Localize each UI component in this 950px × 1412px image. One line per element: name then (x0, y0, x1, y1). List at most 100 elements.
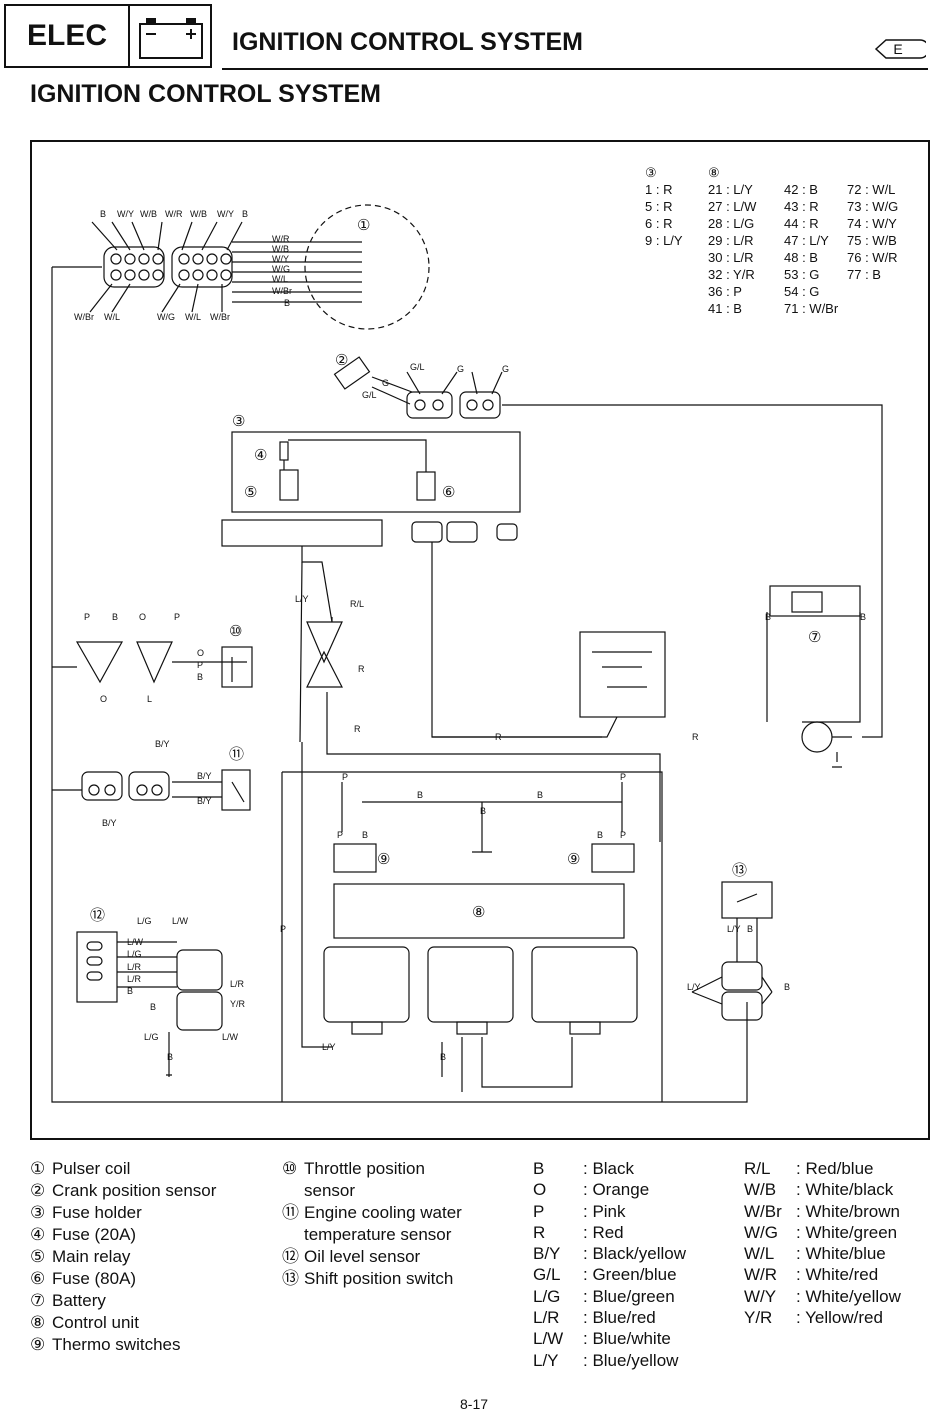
callout-12: ⑫ (90, 907, 105, 924)
svg-text:B: B (860, 612, 866, 622)
pin-entry: 76 : W/R (847, 250, 898, 265)
pin-entry: 48 : B (784, 250, 818, 265)
svg-text:L/Y: L/Y (295, 594, 309, 604)
svg-text:B: B (127, 986, 133, 996)
pin-col-2: ⑧ 21 : L/Y 27 : L/W 28 : L/G 29 : L/R 30… (708, 164, 756, 317)
callout-7: ⑦ (808, 629, 821, 646)
svg-text:R: R (354, 724, 361, 734)
svg-text:B/Y: B/Y (102, 818, 117, 828)
svg-text:B: B (765, 612, 771, 622)
svg-text:W/Y: W/Y (117, 209, 134, 219)
svg-text:P: P (620, 830, 626, 840)
svg-text:L/R: L/R (127, 962, 142, 972)
svg-text:R: R (692, 732, 699, 742)
pin-entry: 9 : L/Y (645, 233, 683, 248)
pin-entry: 77 : B (847, 267, 881, 282)
svg-text:B/Y: B/Y (155, 739, 170, 749)
svg-text:B: B (747, 924, 753, 934)
svg-text:G/L: G/L (410, 362, 425, 372)
color-item: W/R: White/red (744, 1265, 879, 1285)
svg-text:L/G: L/G (127, 949, 142, 959)
pin-entry: 5 : R (645, 199, 673, 214)
svg-text:W/L: W/L (272, 274, 288, 284)
svg-text:G: G (457, 364, 464, 374)
svg-text:L/G: L/G (137, 916, 152, 926)
svg-text:O: O (197, 648, 204, 658)
section-tab: ELEC (4, 4, 212, 68)
legend-item: temperature sensor (304, 1225, 452, 1244)
color-item: Y/R: Yellow/red (744, 1308, 883, 1328)
svg-text:R: R (495, 732, 502, 742)
svg-text:B: B (480, 806, 486, 816)
pin-entry: 36 : P (708, 284, 742, 299)
section-code: ELEC (6, 6, 130, 66)
pin-header-b: ⑧ (708, 165, 720, 180)
svg-text:W/G: W/G (272, 264, 290, 274)
svg-text:W/G: W/G (157, 312, 175, 322)
pin-entry: 32 : Y/R (708, 267, 755, 282)
svg-text:B/Y: B/Y (197, 771, 212, 781)
color-item: R: Red (533, 1222, 624, 1242)
svg-text:B: B (284, 298, 290, 308)
svg-text:P: P (197, 660, 203, 670)
callout-5: ⑤ (244, 484, 257, 501)
color-item: W/G: White/green (744, 1222, 898, 1242)
pin-entry: 44 : R (784, 216, 819, 231)
callout-3: ③ (232, 413, 245, 430)
svg-text:W/Y: W/Y (272, 254, 289, 264)
svg-text:Y/R: Y/R (230, 999, 246, 1009)
svg-text:P: P (84, 612, 90, 622)
pin-entry: 71 : W/Br (784, 301, 839, 316)
svg-text:O: O (139, 612, 146, 622)
color-item: W/L: White/blue (744, 1244, 886, 1264)
pin-entry: 41 : B (708, 301, 742, 316)
svg-text:P: P (342, 772, 348, 782)
color-legend-2: R/L: Red/blue W/B: White/black W/Br: Whi… (744, 1158, 901, 1328)
svg-text:B: B (167, 1052, 173, 1062)
color-item: P: Pink (533, 1201, 626, 1221)
svg-text:L/R: L/R (127, 974, 142, 984)
color-item: G/L: Green/blue (533, 1265, 677, 1285)
svg-text:L: L (147, 694, 152, 704)
language-code: E (893, 41, 903, 57)
legend-item: sensor (304, 1181, 356, 1200)
callout-4: ④ (254, 447, 267, 464)
pin-entry: 74 : W/Y (847, 216, 897, 231)
svg-text:B: B (100, 209, 106, 219)
color-item: L/R: Blue/red (533, 1308, 656, 1328)
svg-text:P: P (337, 830, 343, 840)
svg-text:B/Y: B/Y (197, 796, 212, 806)
pin-entry: 75 : W/B (847, 233, 897, 248)
pin-col-3: 42 : B 43 : R 44 : R 47 : L/Y 48 : B 53 … (784, 181, 838, 317)
svg-text:W/Br: W/Br (210, 312, 230, 322)
pin-entry: 53 : G (784, 267, 820, 282)
callout-10: ⑩ (229, 623, 242, 640)
color-legend-1: B: Black O: Orange P: Pink R: Red B/Y: B… (533, 1158, 686, 1371)
callout-2: ② (335, 352, 348, 369)
callout-9b: ⑨ (567, 851, 580, 868)
color-item: L/G: Blue/green (533, 1286, 675, 1306)
page-title: IGNITION CONTROL SYSTEM (30, 80, 381, 108)
pin-entry: 30 : L/R (708, 250, 754, 265)
svg-text:B: B (440, 1052, 446, 1062)
svg-text:B: B (197, 672, 203, 682)
callout-11: ⑪ (229, 746, 244, 763)
pin-entry: 6 : R (645, 216, 673, 231)
color-item: W/Br: White/brown (744, 1201, 900, 1221)
page-number: 8-17 (460, 1396, 489, 1412)
svg-text:W/Y: W/Y (217, 209, 234, 219)
color-item: L/W: Blue/white (533, 1329, 671, 1349)
